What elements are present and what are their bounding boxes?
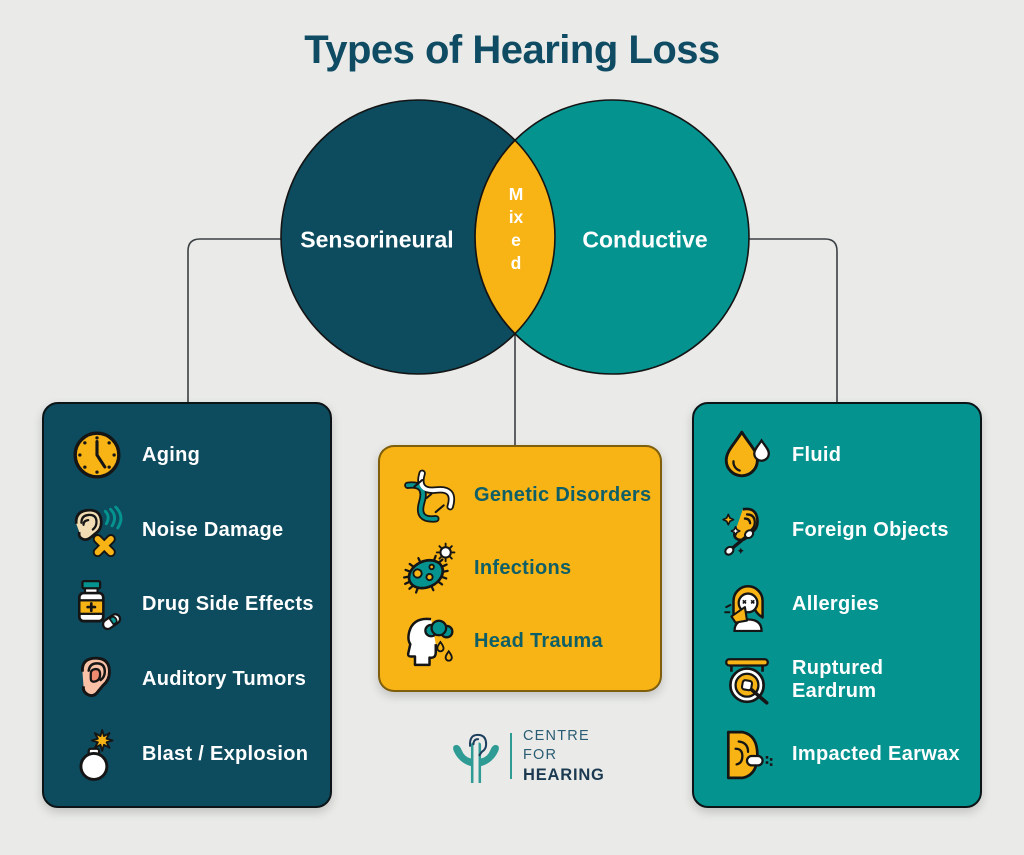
list-item: Drug Side Effects [70,578,320,632]
list-item: Head Trauma [402,615,652,669]
list-item: Blast / Explosion [70,728,320,782]
list-item: Genetic Disorders [402,469,652,523]
sensorineural-label: Sensorineural [300,226,454,253]
logo-line1: CENTRE [523,727,590,744]
panel-conductive: Fluid Foreign Objects [692,402,982,808]
cause-label: Infections [474,557,572,579]
hands-ear-icon [453,733,499,783]
connector-left [187,238,281,404]
list-item: Fluid [720,428,970,482]
cause-label: Fluid [792,443,842,466]
logo-line2: FOR [523,746,558,763]
bomb-icon [70,728,124,782]
cause-label: Auditory Tumors [142,668,307,691]
panel-sensorineural: Aging Noise Damage [42,402,332,808]
ear-noise-icon [70,503,124,558]
lens-mixed [474,139,556,335]
cause-label: Noise Damage [142,518,284,541]
page-title: Types of Hearing Loss [304,28,720,72]
cause-label: Genetic Disorders [474,484,652,506]
head-trauma-icon [402,615,456,669]
ear-icon [70,653,124,707]
list-item: Ruptured Eardrum [720,653,970,707]
cause-label: Blast / Explosion [142,743,309,766]
centre-for-hearing-logo: CENTRE FOR HEARING [449,724,605,788]
list-item: Impacted Earwax [720,728,970,782]
dna-icon [402,469,456,523]
cause-label: Foreign Objects [792,518,949,541]
list-item: Auditory Tumors [70,653,320,707]
cause-label: Head Trauma [474,630,603,652]
earwax-icon [720,728,774,782]
list-item: Allergies [720,578,970,632]
clock-icon [70,428,124,482]
conductive-label: Conductive [582,226,708,253]
mixed-label: Mixed [508,184,524,273]
ear-swab-icon [720,503,774,557]
sneeze-icon [720,578,774,632]
list-item: Foreign Objects [720,503,970,557]
logo-line3: HEARING [523,765,605,784]
cause-label: Ruptured Eardrum [792,656,884,702]
connector-right [749,238,838,404]
list-item: Aging [70,428,320,482]
list-item: Infections [402,542,652,596]
list-item: Noise Damage [70,503,320,558]
bacteria-icon [402,542,456,596]
panel-mixed: Genetic Disorders [378,445,662,692]
cause-label: Aging [142,443,201,466]
water-drop-icon [720,428,774,482]
medicine-bottle-icon [70,578,124,632]
cause-label: Drug Side Effects [142,593,314,616]
logo-divider [510,733,512,779]
cause-label: Impacted Earwax [792,743,960,766]
gong-icon [720,653,774,707]
cause-label: Allergies [792,593,880,616]
